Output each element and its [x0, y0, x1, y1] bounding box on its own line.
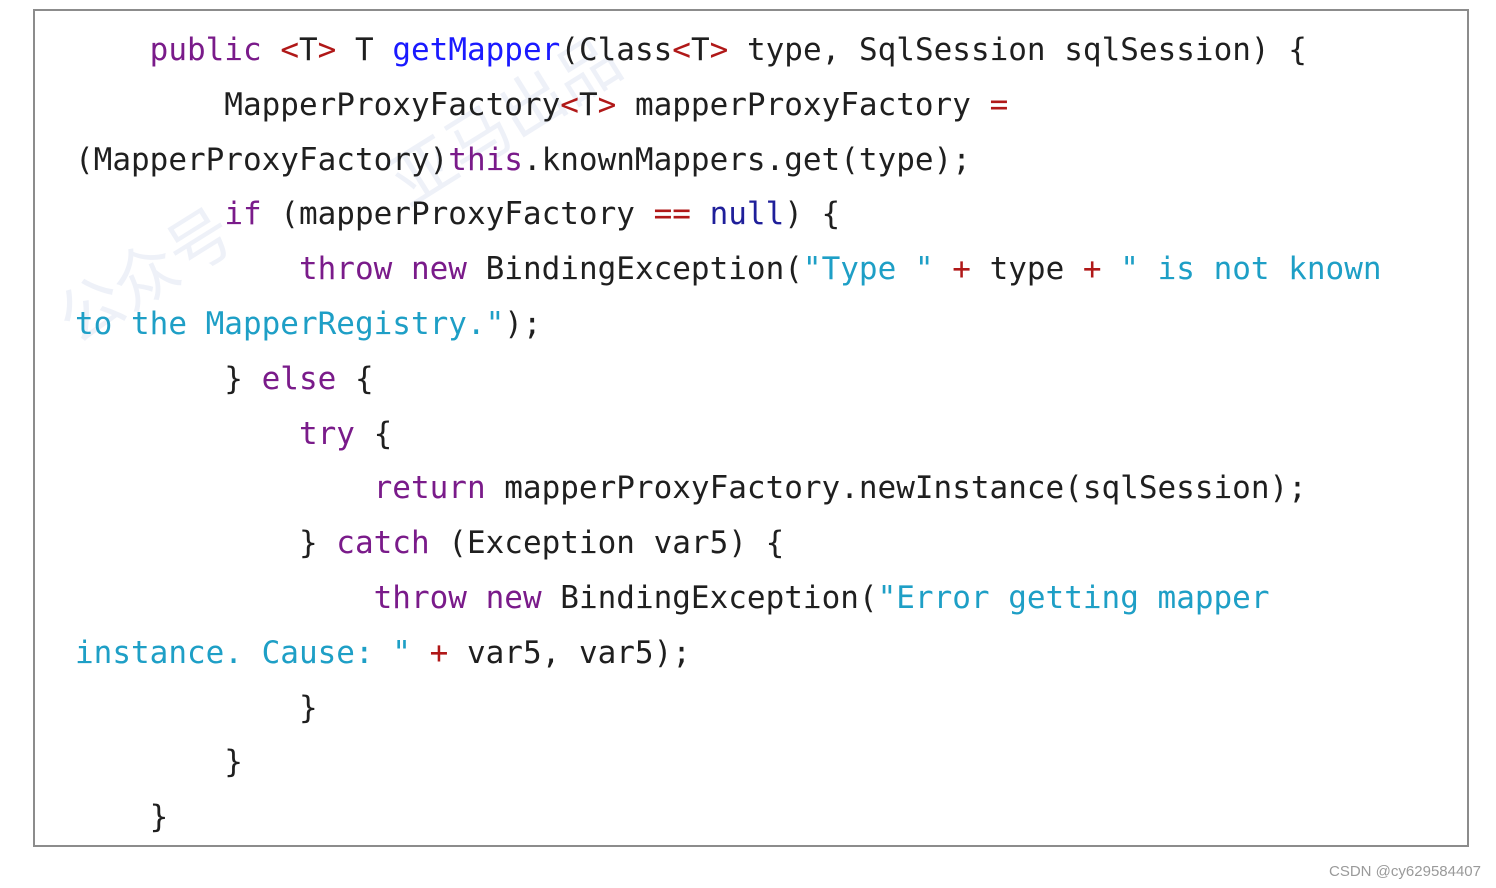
code-line: if (mapperProxyFactory == null) {	[75, 187, 1382, 242]
code-line: } catch (Exception var5) {	[75, 516, 1382, 571]
code-token: T	[690, 32, 710, 68]
code-token	[262, 32, 281, 68]
code-token: "Error getting mapper	[877, 579, 1270, 616]
code-token: MapperProxyFactory	[75, 86, 561, 123]
code-line: return mapperProxyFactory.newInstance(sq…	[75, 461, 1382, 516]
code-token: instance. Cause: "	[75, 634, 411, 671]
code-token: throw	[373, 579, 467, 616]
code-token: null	[709, 196, 785, 233]
code-line: throw new BindingException("Error gettin…	[75, 571, 1382, 626]
code-token: <	[672, 32, 691, 68]
code-token: =	[989, 86, 1009, 123]
code-text: public <T> T getMapper(Class<T> type, Sq…	[75, 23, 1382, 845]
code-token	[467, 580, 486, 616]
code-token	[934, 251, 953, 287]
code-token: (MapperProxyFactory)	[75, 141, 449, 178]
code-token: new	[410, 251, 467, 288]
code-token: >	[709, 32, 729, 68]
code-token: T	[298, 32, 318, 68]
code-line: try {	[75, 407, 1382, 462]
code-line: (MapperProxyFactory)this.knownMappers.ge…	[75, 133, 1382, 188]
code-token: (Exception var5) {	[429, 525, 785, 562]
code-line: throw new BindingException("Type " + typ…	[75, 242, 1382, 297]
code-token: }	[75, 360, 262, 397]
code-token: <	[560, 86, 579, 123]
code-token	[75, 416, 299, 452]
code-line: MapperProxyFactory<T> mapperProxyFactory…	[75, 78, 1382, 133]
code-token: "Type "	[802, 251, 934, 288]
code-token	[75, 196, 224, 232]
code-token: {	[336, 360, 374, 397]
code-token: }	[75, 799, 169, 836]
code-token: +	[1082, 251, 1102, 288]
code-token: return	[373, 470, 486, 507]
code-token	[75, 580, 374, 616]
code-token: this	[448, 141, 523, 178]
code-token: else	[261, 360, 337, 397]
code-line: }	[75, 790, 1382, 845]
code-token: catch	[336, 525, 430, 562]
code-token: }	[75, 744, 243, 781]
code-token	[1102, 251, 1121, 287]
code-token: getMapper	[392, 32, 561, 68]
code-token: (mapperProxyFactory	[261, 196, 654, 233]
code-token: BindingException(	[466, 251, 803, 288]
code-token: T	[578, 86, 598, 123]
author-credit: CSDN @cy629584407	[1329, 863, 1481, 880]
code-block: 公众号 亚马出品 public <T> T getMapper(Class<T>…	[33, 9, 1469, 847]
code-token	[75, 251, 299, 287]
code-token	[411, 635, 430, 671]
code-token: to the MapperRegistry."	[75, 305, 505, 342]
code-token: >	[597, 86, 617, 123]
code-token: var5, var5);	[448, 634, 691, 671]
code-token: <	[280, 32, 299, 68]
code-line: }	[75, 681, 1382, 736]
code-token	[75, 470, 374, 506]
code-line: to the MapperRegistry.");	[75, 297, 1382, 352]
code-token: .knownMappers.get(type);	[522, 141, 971, 178]
code-token	[392, 251, 411, 287]
code-token: );	[504, 305, 542, 342]
code-token	[691, 196, 710, 232]
code-token: BindingException(	[541, 579, 878, 616]
code-token: T	[336, 32, 393, 68]
code-token: throw	[298, 251, 393, 288]
code-line: instance. Cause: " + var5, var5);	[75, 626, 1382, 681]
code-token: ==	[653, 196, 691, 233]
code-line: public <T> T getMapper(Class<T> type, Sq…	[75, 23, 1382, 78]
code-token: " is not known	[1120, 251, 1382, 288]
code-token: ) {	[784, 196, 841, 233]
code-token: type	[970, 251, 1083, 288]
code-token: if	[224, 196, 262, 233]
code-token: }	[75, 525, 337, 562]
code-token: mapperProxyFactory	[616, 86, 990, 123]
code-line: }	[75, 735, 1382, 790]
code-token: {	[354, 415, 393, 452]
code-token	[75, 32, 150, 68]
code-token: try	[298, 415, 355, 452]
code-token: +	[952, 251, 971, 288]
code-token: >	[317, 32, 337, 68]
code-token: new	[485, 579, 542, 616]
code-token: }	[75, 689, 318, 726]
code-token: mapperProxyFactory.newInstance(sqlSessio…	[485, 470, 1307, 507]
code-token: type, SqlSession sqlSession) {	[728, 32, 1307, 68]
code-token: +	[429, 634, 449, 671]
code-token: public	[149, 32, 262, 68]
code-token: (Class	[560, 32, 673, 68]
code-line: } else {	[75, 352, 1382, 407]
